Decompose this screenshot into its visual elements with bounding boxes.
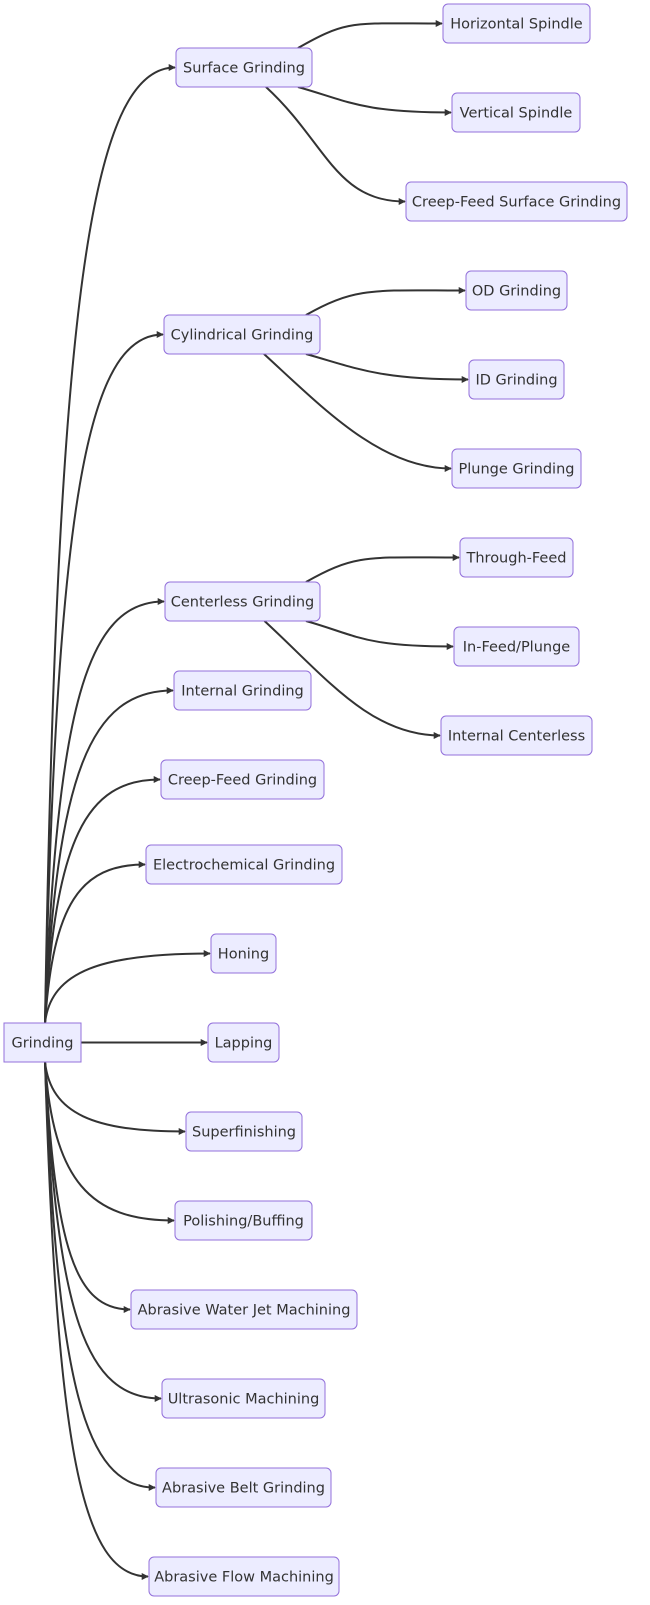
node-box[interactable] [175,47,313,88]
node-label: Cylindrical Grinding [171,328,314,344]
edge-grinding-to-ultrasonic [44,1061,162,1402]
node-lapping[interactable]: Lapping [207,1022,280,1063]
node-label: Ultrasonic Machining [168,1392,320,1408]
edge-grinding-to-superfinishing [44,1061,186,1135]
edge-grinding-to-flow [44,1061,149,1580]
node-label: Surface Grinding [183,61,305,77]
node-electro[interactable]: Electrochemical Grinding [145,844,343,885]
edge-centerless-to-through [305,553,460,583]
node-box[interactable] [3,1022,82,1063]
edge-grinding-to-internal [44,687,174,1024]
node-box[interactable] [145,844,343,885]
node-vertical[interactable]: Vertical Spindle [451,92,581,133]
node-box[interactable] [468,359,565,400]
node-superfinishing[interactable]: Superfinishing [185,1111,303,1152]
edge-grinding-to-belt [44,1061,156,1491]
node-box[interactable] [173,670,312,711]
edge-surface-to-horizontal [297,19,443,49]
node-internal[interactable]: Internal Grinding [173,670,312,711]
node-label: Lapping [215,1036,273,1052]
edge-cylindrical-to-od [305,286,466,316]
node-label: Internal Grinding [181,684,304,700]
node-label: Polishing/Buffing [183,1214,304,1230]
node-plunge[interactable]: Plunge Grinding [451,448,582,489]
edge-grinding-to-centerless [44,598,165,1024]
node-label: Horizontal Spindle [450,17,583,33]
node-label: OD Grinding [472,284,561,300]
node-polishing[interactable]: Polishing/Buffing [174,1200,313,1241]
node-label: Abrasive Flow Machining [154,1570,334,1586]
node-label: Superfinishing [192,1125,296,1141]
edge-centerless-to-intcenterless [263,620,441,739]
node-surface[interactable]: Surface Grinding [175,47,313,88]
node-box[interactable] [174,1200,313,1241]
node-box[interactable] [451,92,581,133]
node-box[interactable] [442,3,591,44]
node-box[interactable] [161,1378,326,1419]
node-label: Electrochemical Grinding [153,858,335,874]
node-label: Internal Centerless [448,729,585,745]
edge-grinding-to-surface [44,64,176,1024]
edge-cylindrical-to-plunge [263,353,452,472]
node-label: Grinding [11,1036,73,1052]
edge-grinding-to-honing [44,950,211,1024]
node-label: Creep-Feed Surface Grinding [412,195,621,211]
node-grinding[interactable]: Grinding [3,1022,82,1063]
node-label: Vertical Spindle [460,106,573,122]
node-flow[interactable]: Abrasive Flow Machining [148,1556,340,1597]
node-label: Creep-Feed Grinding [168,773,317,789]
edges-layer [44,19,469,1580]
node-box[interactable] [148,1556,340,1597]
node-horizontal[interactable]: Horizontal Spindle [442,3,591,44]
node-box[interactable] [160,759,325,800]
edge-surface-to-vertical [297,86,452,116]
node-box[interactable] [164,581,321,622]
node-creepsurface[interactable]: Creep-Feed Surface Grinding [405,181,628,222]
edge-centerless-to-infeed [305,620,454,650]
node-cylindrical[interactable]: Cylindrical Grinding [163,314,321,355]
node-box[interactable] [453,626,580,667]
node-centerless[interactable]: Centerless Grinding [164,581,321,622]
node-through[interactable]: Through-Feed [459,537,574,578]
node-label: ID Grinding [475,373,557,389]
node-box[interactable] [163,314,321,355]
node-box[interactable] [465,270,568,311]
node-id[interactable]: ID Grinding [468,359,565,400]
edge-surface-to-creepsurface [265,86,406,205]
node-honing[interactable]: Honing [210,933,277,974]
node-box[interactable] [155,1467,332,1508]
edge-grinding-to-electro [44,861,146,1024]
node-box[interactable] [405,181,628,222]
node-box[interactable] [207,1022,280,1063]
edge-grinding-to-creepfeed [44,776,161,1024]
node-ultrasonic[interactable]: Ultrasonic Machining [161,1378,326,1419]
node-label: In-Feed/Plunge [463,640,571,656]
node-label: Abrasive Belt Grinding [162,1481,325,1497]
node-label: Centerless Grinding [171,595,315,611]
node-label: Through-Feed [466,551,567,567]
node-box[interactable] [459,537,574,578]
node-box[interactable] [210,933,277,974]
nodes-layer: Grinding Surface Grinding Horizontal Spind… [3,3,628,1597]
node-belt[interactable]: Abrasive Belt Grinding [155,1467,332,1508]
edge-cylindrical-to-id [305,353,469,383]
node-label: Honing [218,947,269,963]
node-label: Plunge Grinding [459,462,575,478]
edge-grinding-to-cylindrical [44,331,164,1024]
node-od[interactable]: OD Grinding [465,270,568,311]
node-intcenterless[interactable]: Internal Centerless [440,715,593,756]
edge-grinding-to-polishing [44,1061,175,1224]
node-box[interactable] [440,715,593,756]
node-box[interactable] [130,1289,358,1330]
node-creepfeed[interactable]: Creep-Feed Grinding [160,759,325,800]
node-label: Abrasive Water Jet Machining [138,1303,351,1319]
node-box[interactable] [185,1111,303,1152]
node-box[interactable] [451,448,582,489]
node-infeed[interactable]: In-Feed/Plunge [453,626,580,667]
node-waterjet[interactable]: Abrasive Water Jet Machining [130,1289,358,1330]
